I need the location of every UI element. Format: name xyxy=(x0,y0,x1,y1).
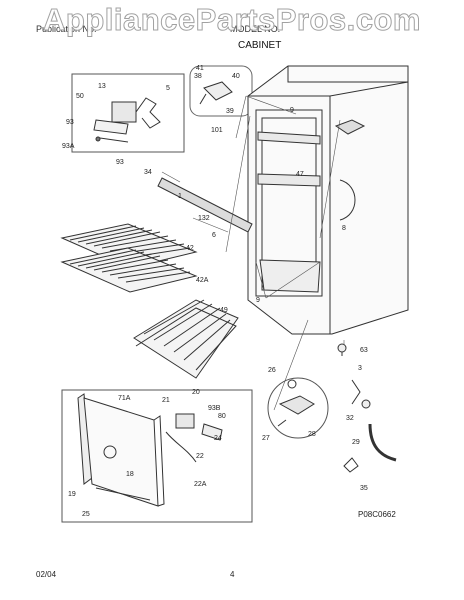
label-35: 35 xyxy=(360,485,368,492)
fan-motor-assembly xyxy=(93,97,161,143)
label-38: 38 xyxy=(194,73,202,80)
label-3: 3 xyxy=(358,365,362,372)
label-24: 24 xyxy=(214,435,222,442)
label-9-bottom: 9 xyxy=(256,297,260,304)
hinge-bracket-inset xyxy=(267,377,329,439)
wire-shelf-lower xyxy=(60,247,198,293)
label-19: 19 xyxy=(68,491,76,498)
section-title: CABINET xyxy=(238,40,282,51)
label-42: 42 xyxy=(186,245,194,252)
label-49: 49 xyxy=(220,307,228,314)
basket-49 xyxy=(133,299,239,379)
label-25: 25 xyxy=(82,511,90,518)
label-5: 5 xyxy=(166,85,170,92)
label-20: 20 xyxy=(192,389,200,396)
label-13: 13 xyxy=(98,83,106,90)
label-8: 8 xyxy=(342,225,346,232)
fan-motor-inset-box xyxy=(71,73,185,153)
label-93: 93 xyxy=(116,159,124,166)
footer-date: 02/04 xyxy=(36,570,57,579)
label-27: 27 xyxy=(262,435,270,442)
label-40: 40 xyxy=(232,73,240,80)
label-93-inset: 93 xyxy=(66,119,74,126)
label-32: 32 xyxy=(346,415,354,422)
label-6: 6 xyxy=(212,232,216,239)
label-101: 101 xyxy=(211,127,223,134)
control-housing xyxy=(77,393,223,507)
label-39: 39 xyxy=(226,108,234,115)
label-28: 28 xyxy=(308,431,316,438)
label-26: 26 xyxy=(268,367,276,374)
header-publication: Publication No. xyxy=(36,24,97,34)
control-housing-inset-box xyxy=(61,389,253,523)
label-47: 47 xyxy=(296,171,304,178)
drain-tube-assembly xyxy=(343,379,397,473)
label-29: 29 xyxy=(352,439,360,446)
label-93a: 93A xyxy=(62,143,75,150)
side-trim-strip xyxy=(157,177,253,233)
header-model: MODEL NO. xyxy=(230,24,281,34)
label-9-top: 9 xyxy=(290,107,294,114)
label-80: 80 xyxy=(218,413,226,420)
label-42a: 42A xyxy=(196,277,209,284)
top-bracket-assembly xyxy=(189,65,253,117)
label-41: 41 xyxy=(196,65,204,72)
label-93b: 93B xyxy=(208,405,221,412)
label-132: 132 xyxy=(198,215,210,222)
label-21: 21 xyxy=(162,397,170,404)
label-22: 22 xyxy=(196,453,204,460)
cabinet-body xyxy=(247,65,409,335)
leveling-leg-63 xyxy=(337,343,347,356)
label-22a: 22A xyxy=(194,481,207,488)
figure-code: P08C0662 xyxy=(358,510,396,519)
label-63: 63 xyxy=(360,347,368,354)
label-34: 34 xyxy=(144,169,152,176)
label-18: 18 xyxy=(126,471,134,478)
watermark-logo: AppliancePartsPros.com xyxy=(43,2,421,38)
footer-page-number: 4 xyxy=(230,570,235,579)
label-71a: 71A xyxy=(118,395,131,402)
label-1: 1 xyxy=(178,193,182,200)
label-50: 50 xyxy=(76,93,84,100)
